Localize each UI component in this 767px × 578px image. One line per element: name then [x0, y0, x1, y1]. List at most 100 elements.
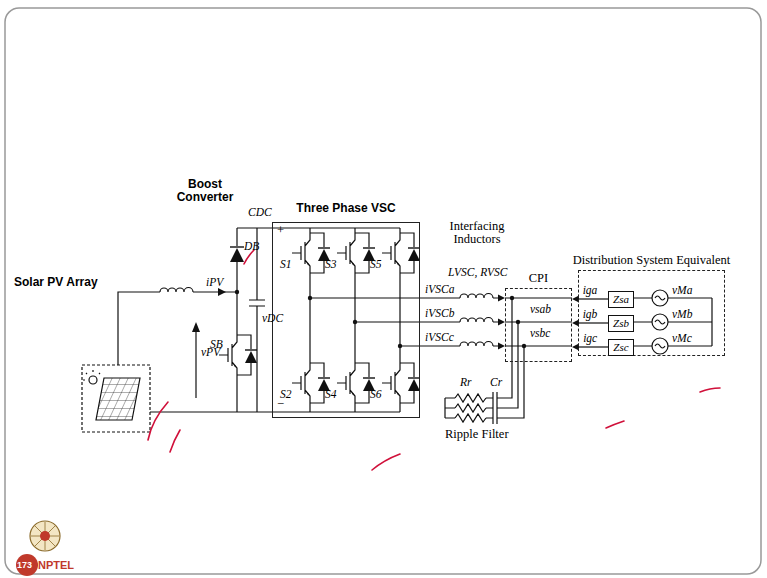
ripple-filter — [445, 392, 497, 424]
impedance-label: Zsc — [613, 341, 628, 353]
switch-label: S4 — [325, 388, 337, 401]
junction-dot — [353, 320, 357, 324]
switch-symbol — [219, 228, 420, 408]
switch-symbol — [219, 330, 257, 380]
converter-title: Boost Converter — [176, 178, 234, 204]
switch-symbol — [382, 228, 420, 278]
pv-array — [83, 370, 100, 380]
diode-label: DB — [244, 240, 259, 253]
pen-annotation — [148, 250, 720, 470]
voltage-arrow — [192, 322, 200, 398]
inductor-label: LVSC, RVSC — [448, 266, 507, 279]
slide-frame — [5, 8, 761, 574]
switch-symbol — [292, 228, 330, 278]
inductor-symbol — [460, 342, 493, 346]
nptel-logo — [31, 522, 59, 550]
converter-box: Three Phase VSC — [272, 222, 420, 418]
ripple-filter — [455, 404, 486, 412]
leg-wires — [310, 278, 420, 412]
junction-dot — [398, 344, 402, 348]
current-label: iVSCa — [424, 283, 455, 296]
switch-label: SB — [210, 338, 223, 351]
arrow-head — [498, 343, 505, 350]
source-label: vMa — [672, 284, 692, 297]
voltage-label: vDC — [262, 312, 283, 325]
capacitor-label: Cr — [490, 376, 502, 389]
impedance-box: Zsa — [608, 291, 634, 308]
box-heading: Distribution System Equivalent — [573, 253, 731, 268]
slide-frame — [5, 8, 761, 574]
junction-dot — [235, 290, 239, 294]
pv-array — [89, 376, 97, 384]
pcc-box: CPI — [505, 288, 572, 362]
wire-line — [578, 346, 608, 347]
pv-array — [82, 365, 150, 432]
boost-diode — [230, 246, 244, 247]
leg-wires — [310, 278, 400, 358]
pcc-wires — [505, 298, 572, 346]
inductor-title: Interfacing Inductors — [432, 220, 522, 246]
array-title: Solar PV Array — [14, 276, 98, 289]
polarity-mark: + — [277, 224, 284, 237]
grid-sources — [655, 296, 665, 348]
source-label: vMc — [672, 332, 692, 345]
wire-line — [578, 322, 608, 323]
inductor-symbol — [460, 318, 493, 323]
voltage-label: vsab — [530, 303, 551, 316]
current-label: iVSCc — [424, 331, 455, 344]
page-number: 173 — [17, 559, 32, 572]
switch-symbol — [337, 358, 375, 408]
box-heading: CPI — [529, 271, 548, 286]
ripple-filter — [455, 394, 486, 402]
impedance-box: Zsb — [608, 315, 634, 332]
grid-equivalent-box: Distribution System EquivalentZsaZsbZsc — [578, 270, 725, 356]
logo-text: NPTEL — [38, 559, 74, 572]
arrow-head — [498, 295, 505, 302]
pcc-wires — [497, 298, 572, 418]
pv-array — [82, 365, 150, 432]
switch-label: S2 — [280, 388, 292, 401]
leg-wires — [310, 408, 400, 412]
current-arrow — [218, 288, 226, 296]
current-label: iga — [582, 284, 599, 297]
switch-label: S5 — [370, 258, 382, 271]
inductor-symbol — [460, 294, 493, 299]
junction-dot — [308, 296, 312, 300]
current-label: iVSCb — [424, 307, 455, 320]
pcc-wires — [497, 298, 524, 418]
junction-dot — [235, 290, 526, 348]
box-heading: Three Phase VSC — [296, 201, 395, 215]
switch-symbol — [382, 358, 420, 408]
pen-annotation — [244, 250, 254, 264]
boost-wires — [150, 411, 400, 412]
ripple-filter — [493, 392, 497, 424]
boost-wires — [160, 288, 193, 292]
current-arrow — [218, 288, 226, 296]
pen-annotation — [170, 430, 180, 452]
impedance-label: Zsb — [613, 317, 629, 329]
switch-label: S6 — [370, 388, 382, 401]
ripple-filter — [486, 398, 493, 418]
ripple-filter — [455, 414, 486, 422]
source-label: vMb — [672, 308, 692, 321]
boost-diode — [230, 247, 244, 262]
arrow-head — [498, 319, 505, 326]
nptel-logo — [40, 531, 50, 541]
current-label: igb — [582, 308, 599, 321]
capacitor-label: CDC — [248, 206, 272, 219]
pen-annotation — [606, 421, 624, 428]
boost-wires — [118, 228, 400, 412]
pen-annotation — [700, 388, 720, 392]
boost-wires — [236, 292, 237, 412]
pv-array — [96, 378, 140, 420]
wire-line — [578, 298, 608, 299]
boost-wires — [118, 228, 400, 365]
current-label: iPV — [206, 276, 223, 289]
grid-sources — [668, 298, 712, 346]
switch-label: S3 — [325, 258, 337, 271]
nptel-logo — [30, 521, 60, 551]
resistor-label: Rr — [460, 376, 472, 389]
